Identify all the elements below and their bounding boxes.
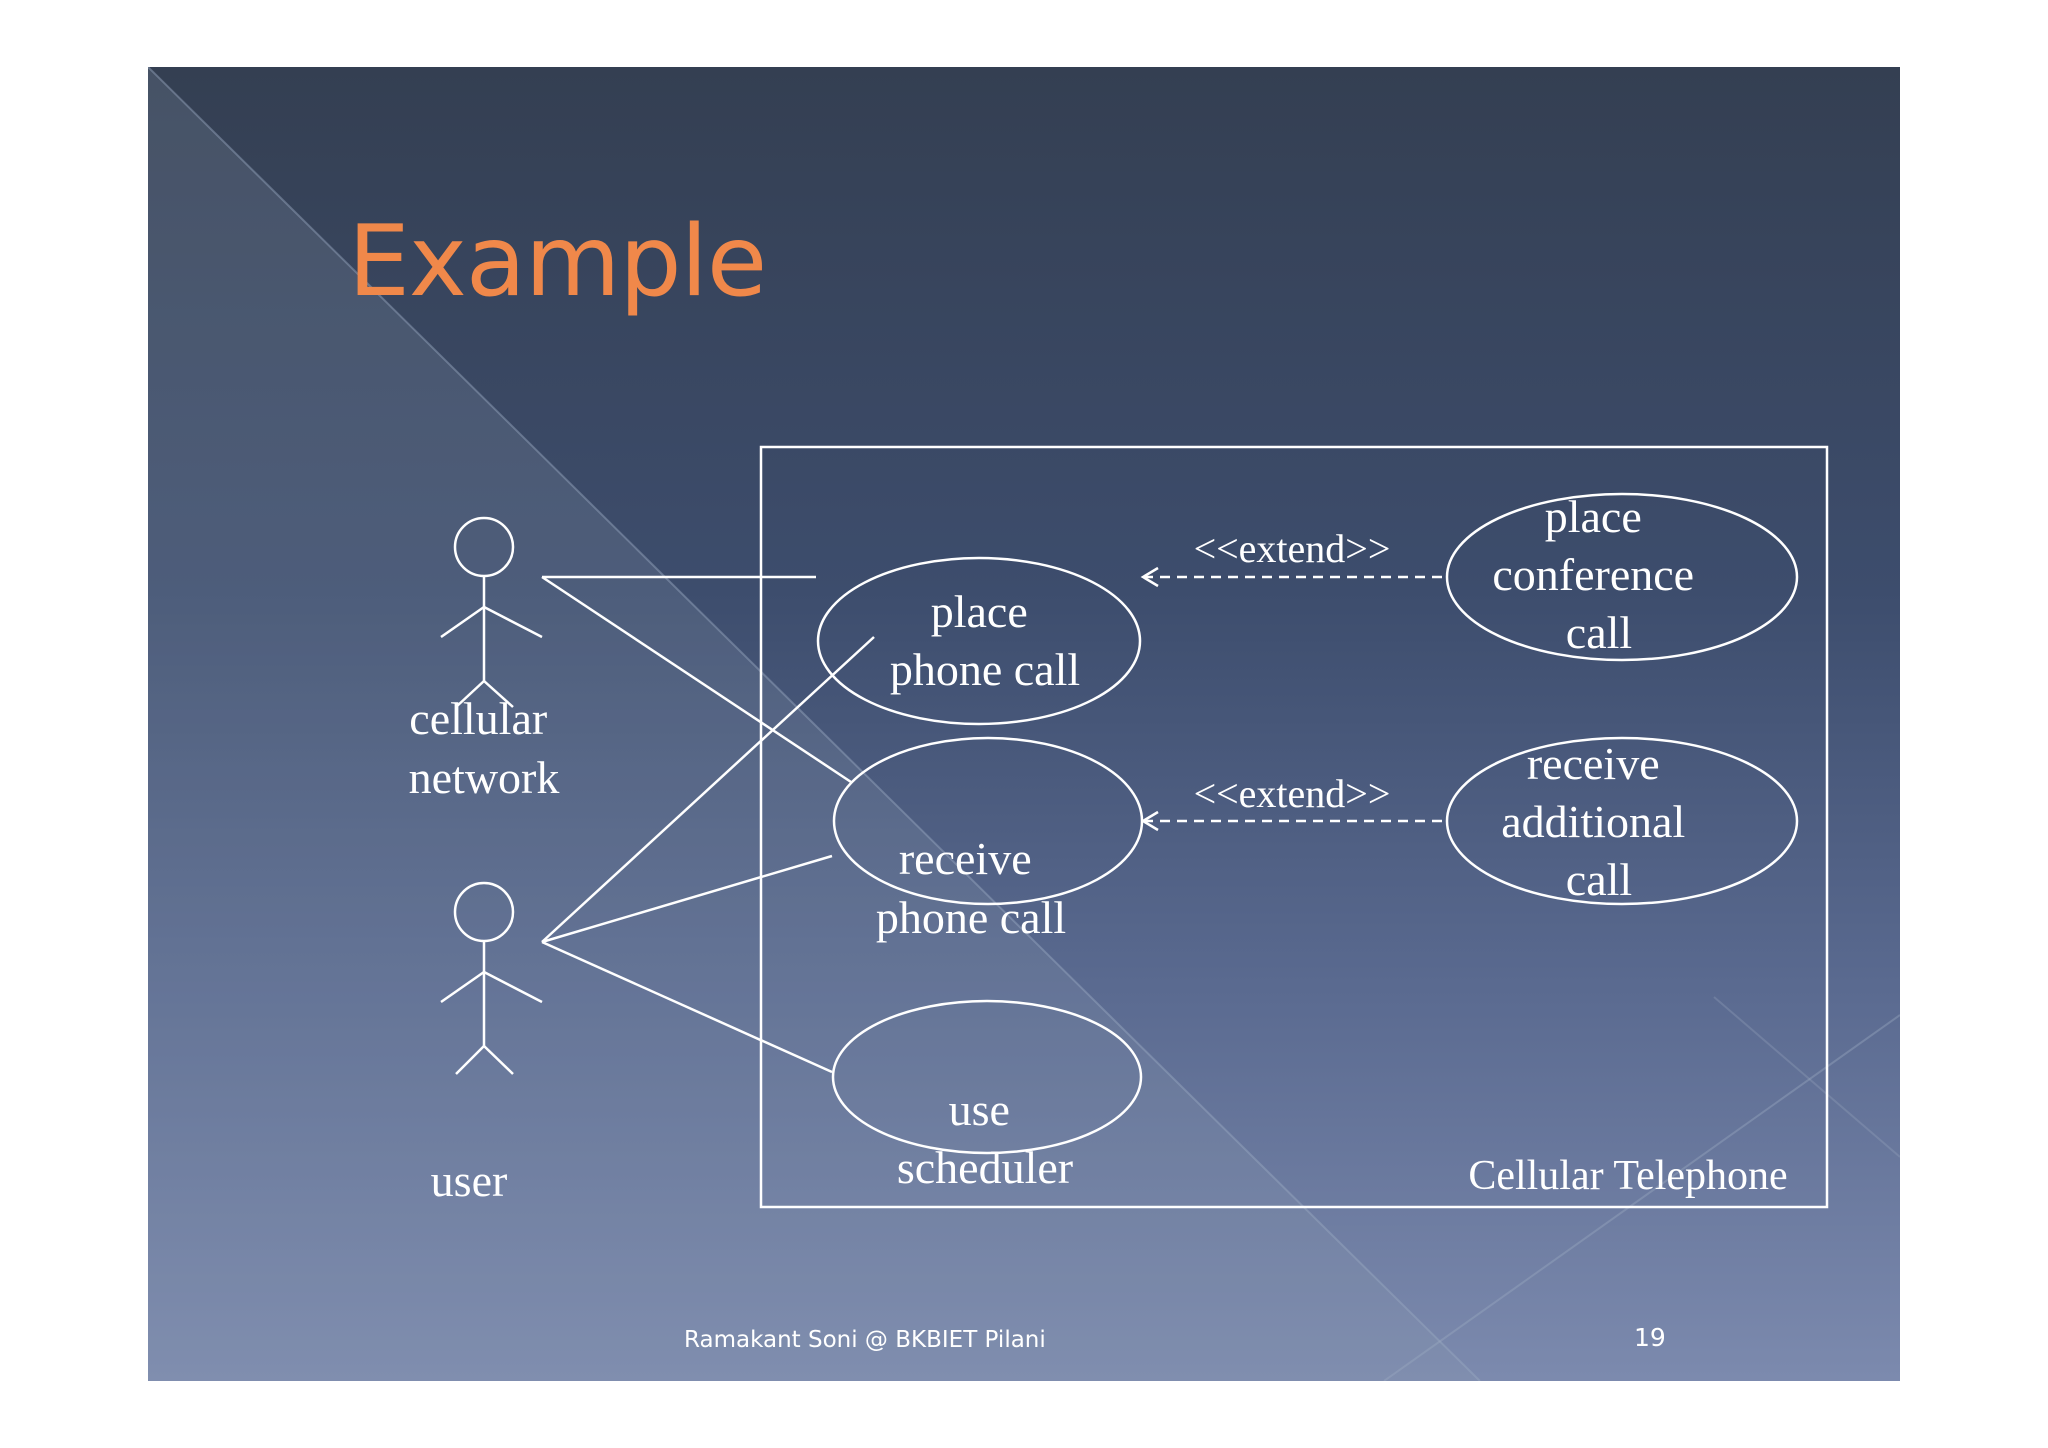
association-line — [541, 636, 875, 943]
extend-arrowhead — [1140, 566, 1159, 588]
use-case-ellipse — [1445, 492, 1799, 662]
use-case-ellipse — [816, 556, 1142, 726]
system-boundary — [759, 445, 1829, 1209]
actor-name: user — [431, 1155, 508, 1206]
use-case-place-phone-call: place phone call — [816, 556, 1142, 726]
system-name: Cellular Telephone — [1468, 1153, 1787, 1199]
use-case-name: use scheduler — [897, 1084, 1073, 1193]
use-case-name: receive phone call — [876, 833, 1066, 943]
slide: Cellular Telephone <<extend>> <<extend>> — [148, 67, 1900, 1381]
background-diagonal-line — [148, 67, 1481, 1381]
use-case-receive-phone-call: receive phone call — [832, 736, 1144, 943]
actor-cellular-network — [440, 516, 543, 708]
use-case-name: place phone call — [890, 586, 1080, 695]
slide-title: Example — [348, 205, 767, 319]
association-line — [541, 575, 852, 784]
use-case-place-conference-call: place conference call — [1445, 491, 1799, 662]
use-case-receive-additional-call: receive additional call — [1445, 736, 1799, 906]
footer-author: Ramakant Soni @ BKBIET Pilani — [684, 1327, 1046, 1353]
use-case-ellipse — [832, 736, 1144, 906]
actor-name: cellular network — [409, 693, 560, 803]
extend-label: <<extend>> — [1194, 771, 1391, 816]
association-line — [541, 940, 833, 1074]
association-line — [541, 854, 833, 944]
background-accent-line — [1383, 1014, 1900, 1381]
background-accent-line — [1713, 996, 1900, 1158]
use-case-ellipse — [1445, 736, 1799, 906]
actor-user — [440, 881, 543, 1075]
use-case-ellipse — [831, 999, 1143, 1155]
use-case-use-scheduler: use scheduler — [831, 999, 1143, 1193]
use-case-diagram: Cellular Telephone <<extend>> <<extend>> — [148, 67, 1900, 1381]
background-light-facet — [148, 67, 1480, 1381]
use-case-name: place conference call — [1492, 491, 1705, 658]
extend-label: <<extend>> — [1194, 526, 1391, 571]
use-case-name: receive additional call — [1501, 738, 1696, 905]
page-number: 19 — [1634, 1323, 1666, 1352]
